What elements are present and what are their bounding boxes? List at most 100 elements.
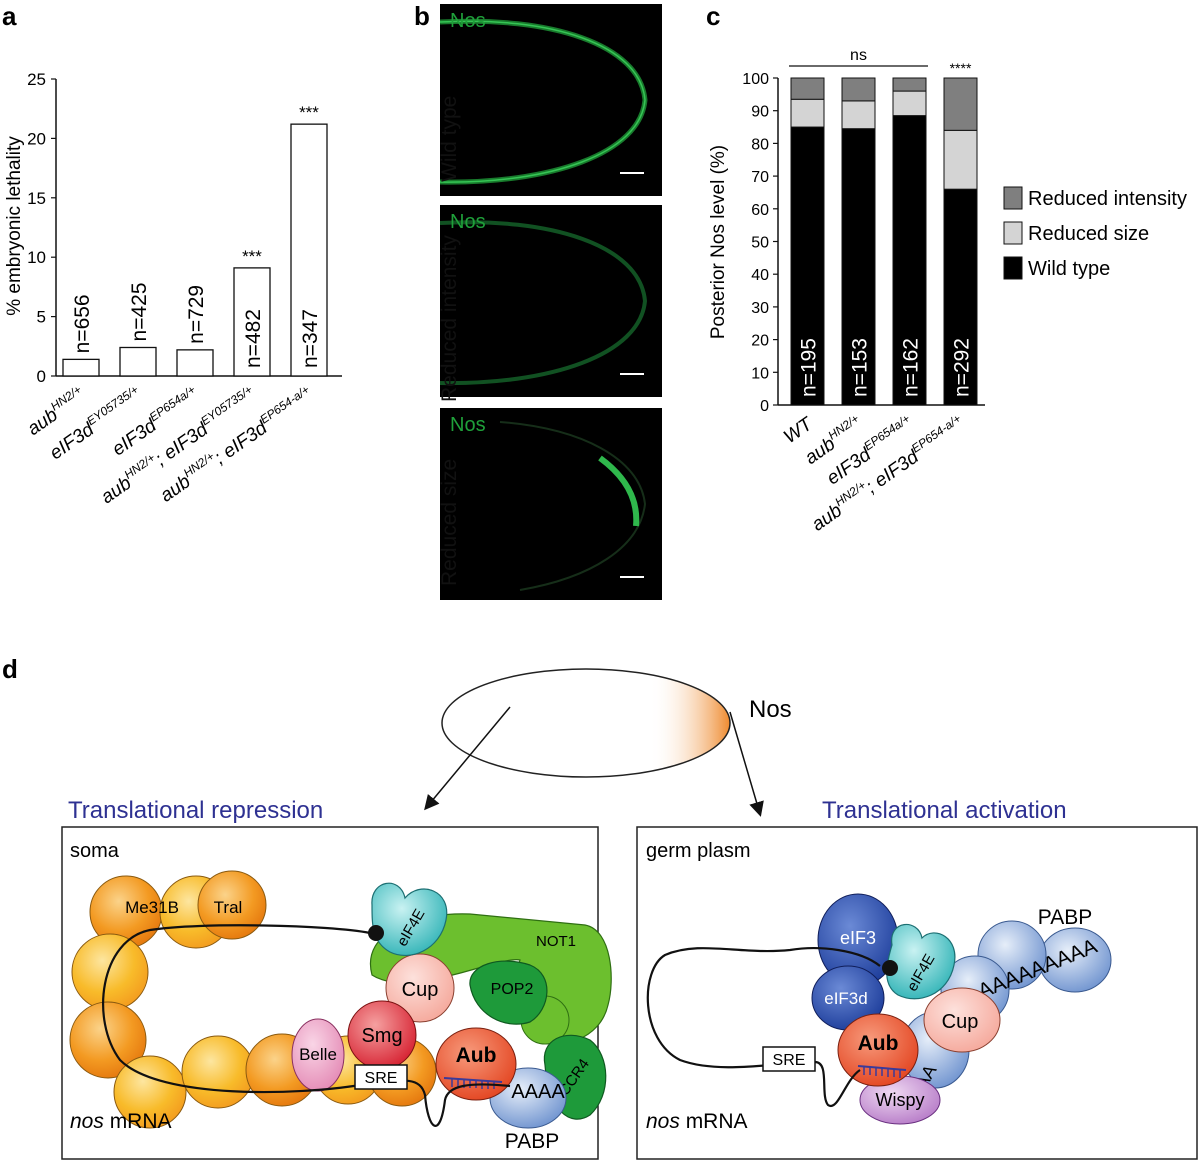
nos-mrna-line-left xyxy=(102,924,511,1127)
n-label-c-3: n=292 xyxy=(951,338,974,397)
bar-c-3-series-2 xyxy=(943,77,978,131)
y-tick-label-a: 20 xyxy=(27,129,46,148)
bar-a-0 xyxy=(62,358,100,377)
smg-label: Smg xyxy=(361,1025,402,1047)
y-tick-label-c: 60 xyxy=(751,202,769,219)
bar-c-1-series-2 xyxy=(841,77,876,102)
bar-c-0-series-1 xyxy=(790,98,825,128)
eif3-label: eIF3 xyxy=(840,928,876,948)
soma-label: soma xyxy=(70,840,120,862)
legend-label-2: Wild type xyxy=(1028,258,1110,280)
panel-label-c: c xyxy=(706,1,720,31)
row-label-reduced-intensity: Reduced intensity xyxy=(438,235,461,402)
y-tick-label-c: 10 xyxy=(751,365,769,382)
y-tick-label-a: 15 xyxy=(27,189,46,208)
belle-label: Belle xyxy=(299,1045,337,1064)
left-box-title: Translational repression xyxy=(68,797,323,824)
panel-label-a: a xyxy=(2,1,17,31)
bar-a-2 xyxy=(176,349,214,377)
micrograph-reduced-size: Nos xyxy=(440,408,662,600)
significance-c-3: **** xyxy=(950,60,972,76)
not1-label: NOT1 xyxy=(536,933,576,950)
aub-label-left: Aub xyxy=(456,1044,497,1067)
me31b-label: Me31B xyxy=(125,898,179,917)
category-label-c-0: WT xyxy=(780,413,817,448)
y-tick-label-c: 70 xyxy=(751,169,769,186)
y-tick-label-c: 20 xyxy=(751,333,769,350)
sre-label-right: SRE xyxy=(773,1052,806,1069)
significance-a-3: *** xyxy=(242,247,262,266)
wispy-label: Wispy xyxy=(876,1090,925,1110)
arrow-to-soma xyxy=(424,706,511,811)
panel-label-d: d xyxy=(2,654,18,684)
germ-plasm-label: germ plasm xyxy=(646,840,750,862)
eif4e-shape-right xyxy=(886,923,956,1000)
bar-c-3-series-1 xyxy=(943,129,978,190)
y-tick-label-c: 30 xyxy=(751,300,769,317)
eif4e-shape xyxy=(371,882,448,956)
bar-c-1-series-1 xyxy=(841,100,876,130)
ns-label: ns xyxy=(850,47,867,64)
y-tick-label-a: 0 xyxy=(37,367,46,386)
mrna-label-right: nos mRNA xyxy=(646,1110,748,1133)
scale-bar xyxy=(620,576,644,578)
row-label-reduced-size: Reduced size xyxy=(438,458,461,586)
n-label-a-0: n=656 xyxy=(71,294,94,353)
scale-bar xyxy=(620,373,644,375)
arrow-to-germ-plasm xyxy=(729,711,764,817)
y-tick-label-c: 80 xyxy=(751,136,769,153)
bar-c-0-series-0 xyxy=(790,126,825,406)
n-label-a-3: n=482 xyxy=(242,309,265,368)
embryo-outline xyxy=(441,668,731,778)
legend-swatch-1 xyxy=(1003,221,1023,245)
n-label-c-1: n=153 xyxy=(849,338,872,397)
y-tick-label-c: 50 xyxy=(751,235,769,252)
micrograph-nos-label: Nos xyxy=(450,414,486,436)
n-label-c-2: n=162 xyxy=(900,338,923,397)
pabp-label-right: PABP xyxy=(1038,906,1092,929)
y-tick-label-c: 0 xyxy=(760,398,769,415)
bar-c-0-series-2 xyxy=(790,77,825,100)
nos-mrna-line-right xyxy=(646,947,881,1108)
mrna-label-left: nos mRNA xyxy=(70,1110,172,1133)
bar-a-1 xyxy=(119,346,157,377)
bar-c-2-series-2 xyxy=(892,77,927,92)
cup-label: Cup xyxy=(402,979,439,1001)
panel-label-b: b xyxy=(414,1,430,31)
bar-a-3 xyxy=(233,267,271,377)
y-tick-label-c: 40 xyxy=(751,267,769,284)
sre-label-left: SRE xyxy=(365,1070,398,1087)
y-axis-title-a: % embryonic lethality xyxy=(4,136,25,316)
row-label-wild-type: Wild type xyxy=(438,95,461,182)
legend-swatch-0 xyxy=(1003,186,1023,210)
bar-a-4 xyxy=(290,123,328,377)
tral-label: Tral xyxy=(214,898,243,917)
y-tick-label-c: 90 xyxy=(751,104,769,121)
soma-box: soma Me31B Tral NOT1 POP2 CCR4 Cup eIF4E… xyxy=(61,826,612,1160)
embryo-nos-label: Nos xyxy=(749,696,792,723)
n-label-a-1: n=425 xyxy=(128,283,151,342)
significance-a-4: *** xyxy=(299,103,319,122)
n-label-a-4: n=347 xyxy=(299,309,322,368)
y-tick-label-a: 10 xyxy=(27,248,46,267)
pabp-label-left: PABP xyxy=(505,1130,559,1153)
legend-swatch-2 xyxy=(1003,256,1023,280)
n-label-c-0: n=195 xyxy=(798,338,821,397)
scale-bar xyxy=(620,172,644,174)
legend-label-1: Reduced size xyxy=(1028,223,1149,245)
polya-label-left: AAAA xyxy=(511,1081,565,1103)
n-label-a-2: n=729 xyxy=(185,285,208,344)
y-axis-title-c: Posterior Nos level (%) xyxy=(708,145,729,339)
germ-plasm-box: germ plasm PABP AAAAAAAAA AAA eIF3 eIF3d… xyxy=(636,826,1198,1160)
y-tick-label-a: 25 xyxy=(27,70,46,89)
y-tick-label-a: 5 xyxy=(37,308,46,327)
bar-c-2-series-1 xyxy=(892,90,927,117)
micrograph-nos-label: Nos xyxy=(450,10,486,32)
micrograph-reduced-intensity: Nos xyxy=(440,205,662,397)
aub-label-right: Aub xyxy=(858,1032,899,1055)
right-box-title: Translational activation xyxy=(822,797,1067,824)
legend-label-0: Reduced intensity xyxy=(1028,188,1187,210)
